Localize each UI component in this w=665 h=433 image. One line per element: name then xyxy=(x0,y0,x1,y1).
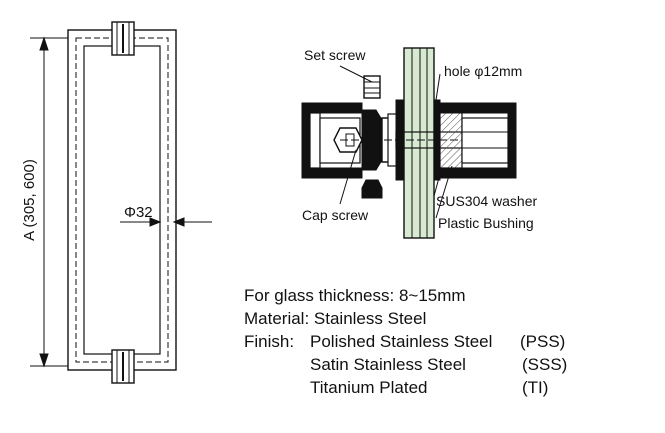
cross-section-detail xyxy=(301,47,517,239)
finish-code-pss: (PSS) xyxy=(520,332,566,351)
bottom-connector xyxy=(111,349,135,384)
handle-tube-centerline xyxy=(75,37,169,363)
set-screw-top xyxy=(363,75,381,99)
right-tube-section xyxy=(439,102,517,179)
length-dimension xyxy=(30,36,68,368)
diameter-dimension xyxy=(120,217,212,227)
finish-name-pss: Polished Stainless Steel xyxy=(310,332,493,351)
finish-code-ti: (TI) xyxy=(522,378,549,397)
length-label: A (305, 600) xyxy=(21,159,38,241)
finish-name-ti: Titanium Plated xyxy=(310,378,428,397)
finish-name-sss: Satin Stainless Steel xyxy=(310,355,466,374)
handle-inner-outline xyxy=(83,45,161,355)
spec-material: Material: Stainless Steel xyxy=(244,309,427,328)
diameter-label: Φ32 xyxy=(124,204,153,221)
set-screw-bottom xyxy=(361,179,383,199)
washer xyxy=(433,99,441,181)
finish-code-sss: (SSS) xyxy=(522,355,568,374)
handle-front-view xyxy=(30,21,212,384)
top-connector xyxy=(111,21,135,56)
cap-screw-label: Cap screw xyxy=(302,207,369,223)
hole-label: hole φ12mm xyxy=(444,63,522,79)
leader-lines xyxy=(339,65,453,219)
spec-finish-label: Finish: xyxy=(244,332,295,351)
glass-panel xyxy=(403,47,435,239)
set-screw-label: Set screw xyxy=(304,47,366,63)
washer-label: SUS304 washer xyxy=(436,193,538,209)
bushing-label: Plastic Bushing xyxy=(438,215,534,231)
plastic-bushing xyxy=(439,111,463,169)
spec-glass-thickness: For glass thickness: 8~15mm xyxy=(244,286,466,305)
